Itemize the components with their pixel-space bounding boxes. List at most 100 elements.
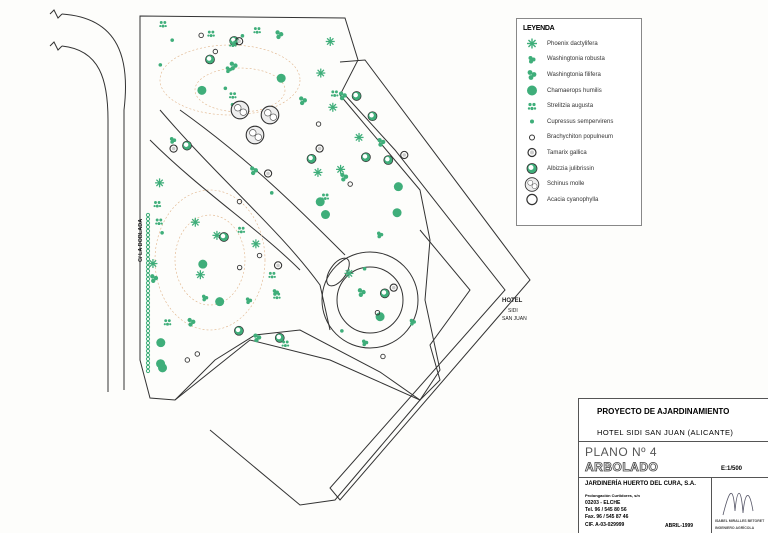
tree-symbol <box>150 274 159 283</box>
legend-item: Chamaerops humilis <box>517 83 641 99</box>
legend-item: Washingtonia robusta <box>517 52 641 68</box>
legend-item: Strelitzia augusta <box>517 98 641 114</box>
tree-symbol <box>198 259 208 269</box>
street-break-mark-2 <box>49 41 63 51</box>
tree-symbol <box>362 266 367 271</box>
hedge-dot <box>145 268 151 274</box>
hedge-dot <box>145 252 151 258</box>
tree-symbol <box>340 329 344 333</box>
tree-symbol <box>245 297 253 305</box>
engineer-name: ISABEL MIRALLES BETORET <box>715 519 765 523</box>
tree-symbol <box>299 96 307 106</box>
plan-date: ABRIL-1999 <box>665 523 694 529</box>
tree-symbol <box>315 144 324 153</box>
legend-item-label: Schinus molle <box>547 181 585 188</box>
tree-symbol <box>375 312 385 322</box>
palm-cluster-large-icon <box>517 67 547 82</box>
hedge-dot <box>145 296 151 302</box>
hedge-dot <box>145 324 151 330</box>
hedge-dot <box>145 284 151 290</box>
large-ring-icon <box>517 192 547 207</box>
hedge-dot <box>145 320 151 326</box>
tree-symbol <box>253 27 261 34</box>
lower-building-outline <box>174 339 421 506</box>
tree-symbol <box>253 333 262 343</box>
tree-symbol <box>212 48 219 55</box>
hedge-dot <box>145 240 151 246</box>
hedge-dot <box>145 368 151 374</box>
contour-lines <box>154 44 301 331</box>
tree-symbol <box>201 294 209 302</box>
hedge-dot <box>145 352 151 358</box>
tree-symbols <box>145 21 416 374</box>
legend-item: Washingtonia filifera <box>517 67 641 83</box>
tree-symbol <box>229 61 238 71</box>
tree-symbol <box>250 166 258 176</box>
street-curb-outer <box>61 13 127 390</box>
tree-symbol <box>215 297 225 307</box>
hotel-name-line-2: SAN JUAN <box>502 316 527 322</box>
tree-symbol <box>338 91 347 101</box>
tree-symbol <box>219 232 229 242</box>
traffic-island <box>326 257 350 287</box>
legend-title: LEYENDA <box>523 25 555 32</box>
project-title: PROYECTO DE AJARDINAMIENTO <box>597 407 730 416</box>
ring-icon <box>517 145 547 160</box>
hedge-dot <box>145 272 151 278</box>
driveway-left <box>159 109 331 331</box>
tree-symbol <box>379 288 390 299</box>
tree-symbol <box>273 292 281 300</box>
half-filled-circle-icon <box>517 161 547 176</box>
hedge-dot <box>145 276 151 282</box>
tree-symbol <box>409 318 416 326</box>
hotel-label: HOTEL <box>502 298 523 304</box>
street-curb-inner <box>61 45 109 392</box>
tree-symbol <box>198 32 204 39</box>
tree-symbol <box>389 283 398 292</box>
hotel-name-line-1: SIDI <box>508 308 518 314</box>
plan-title: ARBOLADO <box>585 460 659 475</box>
hedge-dot <box>145 336 151 342</box>
hedge-dot <box>145 224 151 230</box>
tree-symbol <box>169 137 177 144</box>
tree-symbol <box>170 38 175 42</box>
leaf-cluster-icon <box>517 99 547 114</box>
tree-symbol <box>251 239 261 249</box>
tree-symbol <box>361 152 371 163</box>
tree-symbol <box>228 92 237 99</box>
roundabout-inner <box>336 266 404 334</box>
tree-symbol <box>315 121 322 127</box>
scale: E:1/500 <box>721 466 743 472</box>
legend-item-label: Washingtonia robusta <box>547 56 605 63</box>
legend-item: Acacia cyanophylla <box>517 192 641 208</box>
tree-symbol <box>234 325 244 336</box>
signature <box>722 492 754 516</box>
tree-symbol <box>153 201 162 208</box>
company-tel: Tel. 96 / 545 80 56 <box>585 507 627 513</box>
tree-symbol <box>306 153 317 164</box>
tree-symbol <box>330 90 339 97</box>
legend-item-label: Cupressus sempervirens <box>547 118 614 125</box>
tree-symbol <box>155 178 165 188</box>
tree-symbol <box>163 319 172 326</box>
hedge-dot <box>145 244 151 250</box>
hotel-building-outline <box>329 59 531 501</box>
tree-symbol <box>194 351 200 357</box>
tree-symbol <box>400 150 409 160</box>
company-address: Prolongación Curtidores, s/n <box>585 493 640 498</box>
hedge-dot <box>145 288 151 294</box>
hedge-dot <box>145 312 151 318</box>
tree-symbol <box>328 102 338 112</box>
tree-symbol <box>344 268 354 278</box>
tree-symbol <box>393 182 403 192</box>
legend-item: Schinus molle <box>517 176 641 192</box>
hedge-dot <box>145 292 151 298</box>
tree-symbol <box>207 30 215 38</box>
legend-item-label: Acacia cyanophylla <box>547 196 599 203</box>
legend-item: Tamarix gallica <box>517 145 641 161</box>
tree-symbol <box>351 91 362 101</box>
tree-symbol <box>374 310 381 316</box>
tree-symbol <box>155 218 163 226</box>
